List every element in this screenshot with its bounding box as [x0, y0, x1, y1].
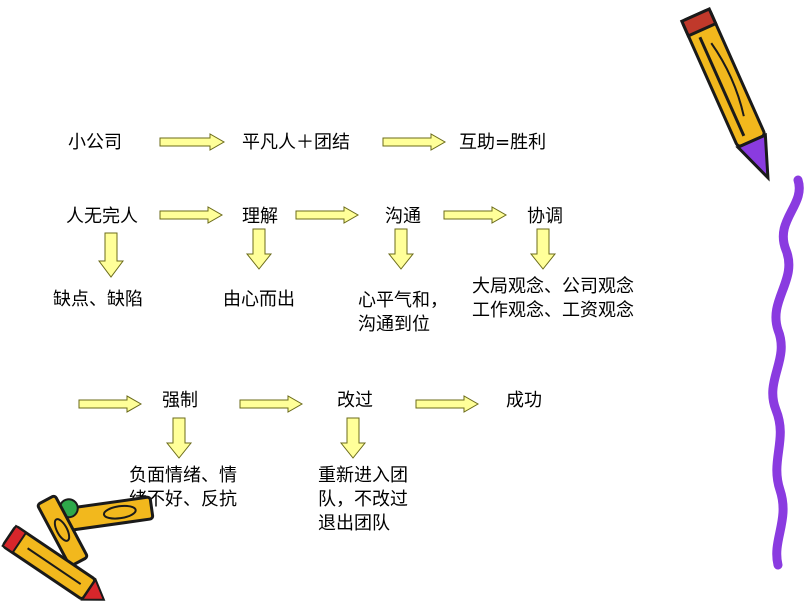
- arrow-down-4: [529, 228, 557, 270]
- arrow-down-6: [339, 417, 367, 459]
- arrow-right-3: [159, 206, 224, 224]
- crayons-bottom-left-icon: [1, 494, 155, 601]
- arrow-down-2: [245, 228, 273, 270]
- node-correction: 改过: [337, 390, 373, 411]
- purple-ribbon-icon: [768, 175, 804, 570]
- node-shortcomings: 缺点、缺陷: [53, 289, 143, 310]
- arrow-right-8: [415, 395, 480, 413]
- node-mutual-help-victory: 互助=胜利: [459, 132, 547, 153]
- node-communication: 沟通: [385, 206, 421, 227]
- node-nobody-perfect: 人无完人: [66, 206, 138, 227]
- node-rejoin-or-leave: 重新进入团 队，不改过 退出团队: [318, 465, 408, 534]
- arrow-down-5: [165, 417, 193, 459]
- arrow-down-3: [387, 228, 415, 270]
- arrow-right-1: [159, 133, 226, 151]
- node-concepts: 大局观念、公司观念 工作观念、工资观念: [472, 276, 634, 321]
- arrow-right-5: [443, 206, 508, 224]
- node-coordination: 协调: [527, 206, 563, 227]
- arrow-right-2: [382, 133, 447, 151]
- node-coercion: 强制: [162, 390, 198, 411]
- arrow-down-1: [98, 232, 124, 278]
- node-from-the-heart: 由心而出: [223, 289, 295, 310]
- node-ordinary-people-unity: 平凡人＋团结: [242, 132, 350, 153]
- arrow-right-7: [239, 395, 304, 413]
- arrow-right-6: [78, 395, 143, 413]
- crayon-top-right-icon: [679, 7, 770, 182]
- arrow-right-4: [295, 206, 360, 224]
- node-understanding: 理解: [242, 206, 278, 227]
- node-small-company: 小公司: [68, 132, 122, 153]
- node-success: 成功: [506, 390, 542, 411]
- node-calm-communication: 心平气和， 沟通到位: [358, 290, 448, 335]
- node-negative-emotions: 负面情绪、情 绪不好、反抗: [129, 465, 237, 510]
